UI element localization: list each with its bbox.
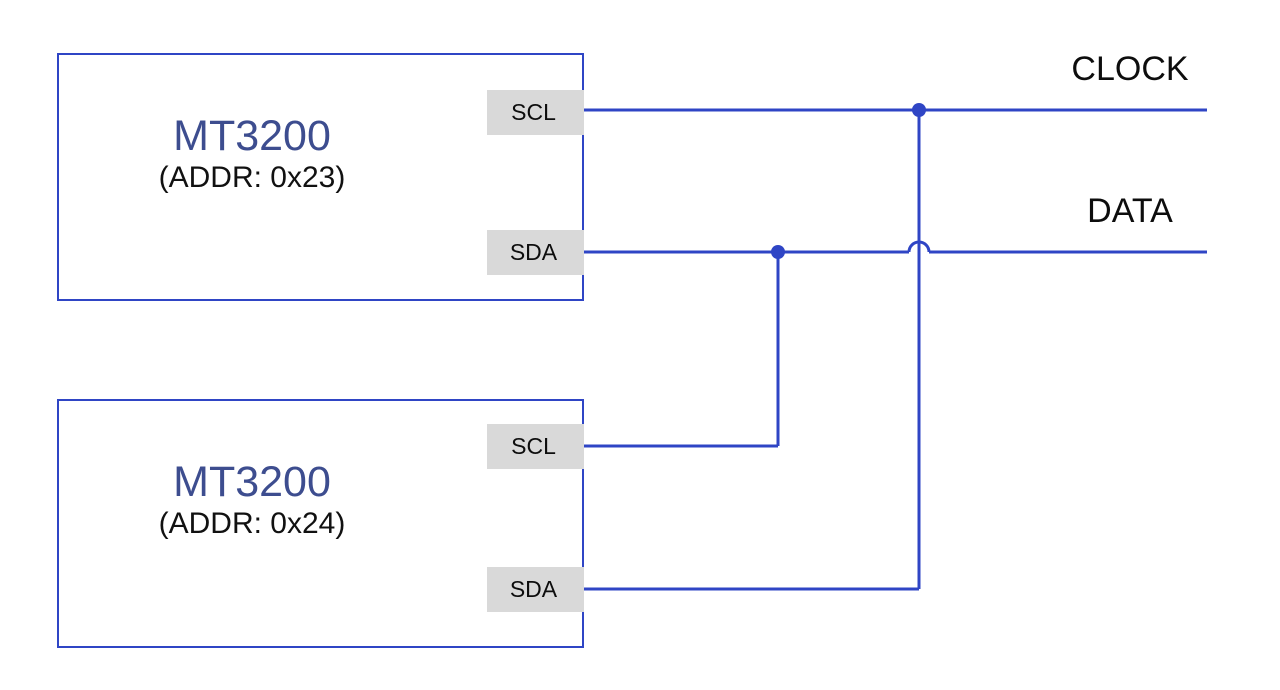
pin-sda-bottom[interactable]: SDA bbox=[487, 567, 584, 612]
pin-scl-top-label: SCL bbox=[511, 99, 556, 125]
bus-label-data: DATA bbox=[1087, 192, 1173, 230]
junction-dot-clock bbox=[912, 103, 926, 117]
pin-sda-top-label: SDA bbox=[509, 239, 558, 265]
pin-scl-top[interactable]: SCL bbox=[487, 90, 584, 135]
pin-sda-bottom-label: SDA bbox=[509, 576, 558, 602]
pin-scl-bottom[interactable]: SCL bbox=[487, 424, 584, 469]
pin-sda-top[interactable]: SDA bbox=[487, 230, 584, 275]
pin-scl-bottom-label: SCL bbox=[511, 433, 556, 459]
junction-dot-data bbox=[771, 245, 785, 259]
bus-label-clock: CLOCK bbox=[1071, 50, 1189, 88]
